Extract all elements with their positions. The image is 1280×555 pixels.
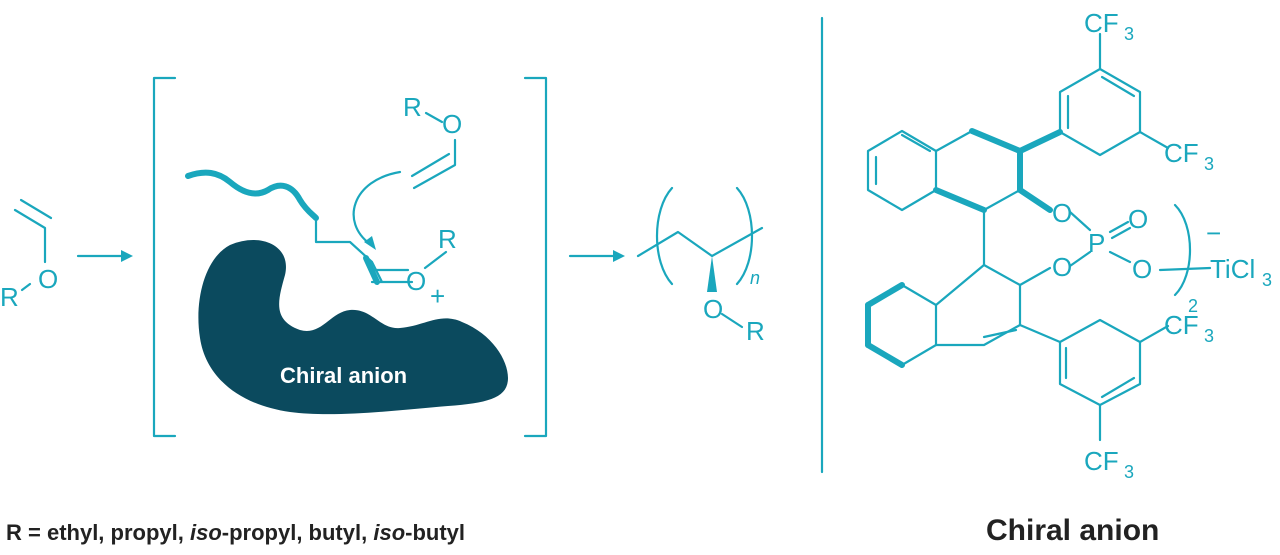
- growing-chain: [185, 169, 414, 285]
- phosphoryl-o: O: [1128, 204, 1148, 234]
- bridging-o: O: [1132, 254, 1152, 284]
- cf3-lower-right-sub: 3: [1204, 326, 1214, 346]
- cf3-upper-right-sub: 3: [1204, 154, 1214, 174]
- chiral-anion-structure: O O P O O − TiCl 3 2 CF 3 CF 3 CF 3 CF 3: [865, 8, 1272, 482]
- iso-prefix-1: iso: [189, 520, 222, 545]
- repeat-unit-label: n: [750, 268, 760, 288]
- incoming-o-label: O: [442, 109, 462, 139]
- r-group-definition: R = ethyl, propyl, iso-propyl, butyl, is…: [6, 520, 465, 546]
- incoming-r-label: R: [403, 92, 422, 122]
- r-def-part-2: -propyl, butyl,: [221, 520, 374, 545]
- cf3-lower-right-label: CF: [1164, 310, 1199, 340]
- vinyl-ether-monomer: R O: [0, 198, 58, 312]
- polymer-product: n O R: [636, 186, 765, 346]
- anion-charge: −: [1206, 218, 1221, 248]
- cation-charge: +: [430, 281, 445, 311]
- cf3-top-label: CF: [1084, 8, 1119, 38]
- incoming-monomer: R O: [403, 92, 462, 190]
- oxocarbenium: O R +: [406, 224, 457, 311]
- anion-blob-label: Chiral anion: [280, 363, 407, 388]
- monomer-r-label: R: [0, 282, 19, 312]
- r-def-part-1: R = ethyl, propyl,: [6, 520, 190, 545]
- cation-o-label: O: [406, 266, 426, 296]
- polymer-o-label: O: [703, 294, 723, 324]
- cation-r-label: R: [438, 224, 457, 254]
- cf3-bottom-label: CF: [1084, 446, 1119, 476]
- cf3-bottom-sub: 3: [1124, 462, 1134, 482]
- anion-blob: Chiral anion: [198, 239, 508, 415]
- phosphorus-label: P: [1088, 228, 1105, 258]
- ester-o-lower: O: [1052, 252, 1072, 282]
- chiral-anion-caption: Chiral anion: [986, 514, 1160, 547]
- ester-o-upper: O: [1052, 198, 1072, 228]
- reaction-arrow-2: [568, 250, 625, 262]
- monomer-o-label: O: [38, 264, 58, 294]
- cf3-upper-right-label: CF: [1164, 138, 1199, 168]
- metal-subscript: 3: [1262, 270, 1272, 290]
- r-def-part-3: -butyl: [405, 520, 466, 545]
- iso-prefix-2: iso: [373, 520, 406, 545]
- cf3-top-sub: 3: [1124, 24, 1134, 44]
- reaction-arrow-1: [76, 250, 133, 262]
- metal-label: TiCl: [1210, 254, 1255, 284]
- attack-arrow: [352, 170, 402, 250]
- polymer-r-label: R: [746, 316, 765, 346]
- stoich-count: 2: [1188, 296, 1198, 316]
- ion-pair-bracket: [152, 76, 548, 438]
